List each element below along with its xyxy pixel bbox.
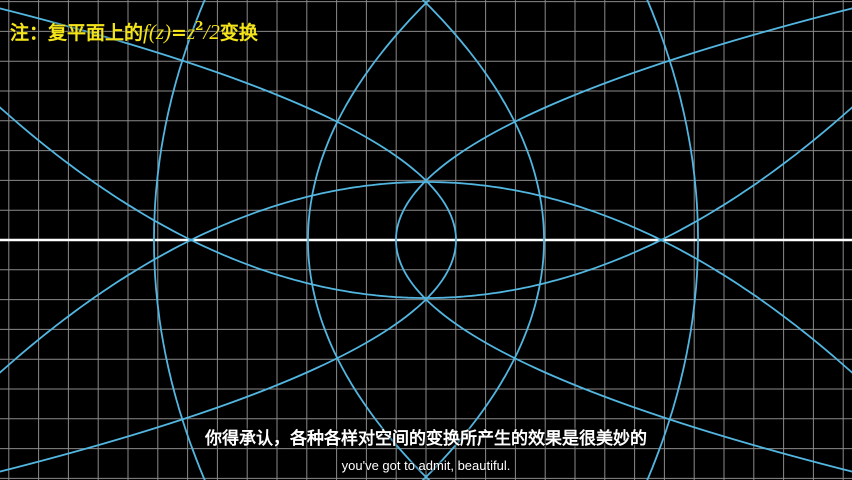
curve-right-0 — [0, 7, 457, 473]
curve-left-0 — [395, 7, 852, 473]
curve-right-1 — [421, 0, 545, 480]
title-function: f(z) — [143, 20, 172, 44]
title-prefix: 注：复平面上的 — [10, 22, 144, 44]
title-equals: = — [171, 22, 187, 44]
title-annotation: 注：复平面上的f(z)=z2/2变换 — [10, 14, 258, 45]
curve-left-1 — [307, 0, 431, 480]
title-base: z — [186, 20, 196, 44]
title-divisor: /2 — [203, 20, 220, 44]
curve-upward-wing — [0, 181, 852, 374]
subtitle-chinese: 你得承认，各种各样对空间的变换所产生的效果是很美妙的 — [205, 429, 647, 449]
title-suffix: 变换 — [219, 22, 258, 44]
curve-left-2 — [153, 0, 206, 480]
curve-downward-wing — [0, 106, 852, 299]
title-exponent: 2 — [195, 19, 204, 33]
subtitle-english: you've got to admit, beautiful. — [341, 458, 511, 473]
curve-right-2 — [646, 0, 699, 480]
